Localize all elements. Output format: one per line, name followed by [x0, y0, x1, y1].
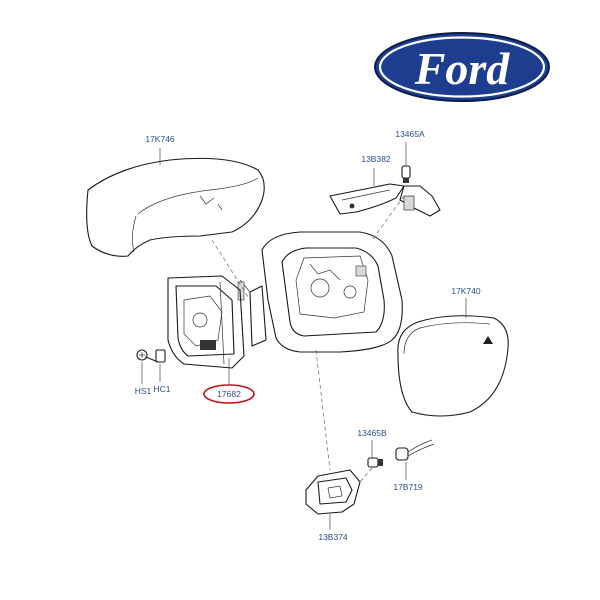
alignment-line — [211, 239, 251, 301]
label-13b382: 13B382 — [361, 154, 391, 164]
mirror-housing-part — [237, 231, 403, 353]
ford-logo-text: Ford — [414, 43, 511, 94]
turn-indicator-part — [329, 183, 441, 217]
label-13b374: 13B374 — [318, 532, 348, 542]
motor-assembly-part — [167, 275, 245, 369]
label-17k740: 17K740 — [451, 286, 481, 296]
puddle-lamp-part — [305, 469, 361, 515]
label-17b719: 17B719 — [393, 482, 423, 492]
label-hc1: HC1 — [153, 384, 170, 394]
alignment-line — [359, 467, 373, 483]
label-13465a: 13465A — [395, 129, 425, 139]
bulb-bottom-part — [367, 457, 383, 468]
socket-part — [395, 439, 435, 461]
label-13465b: 13465B — [357, 428, 387, 438]
label-17k746: 17K746 — [145, 134, 175, 144]
label-17682: 17682 — [217, 389, 241, 399]
label-hs1: HS1 — [135, 386, 152, 396]
blind-spot-icon — [483, 336, 493, 344]
mirror-cap-part — [86, 157, 265, 257]
alignment-line — [315, 349, 331, 471]
mirror-glass-part — [397, 315, 509, 417]
bulb-top-part — [401, 165, 411, 183]
clip-part — [155, 349, 166, 363]
ford-logo: Ford — [374, 32, 550, 102]
alignment-line — [371, 195, 405, 241]
screw-part — [136, 349, 159, 363]
